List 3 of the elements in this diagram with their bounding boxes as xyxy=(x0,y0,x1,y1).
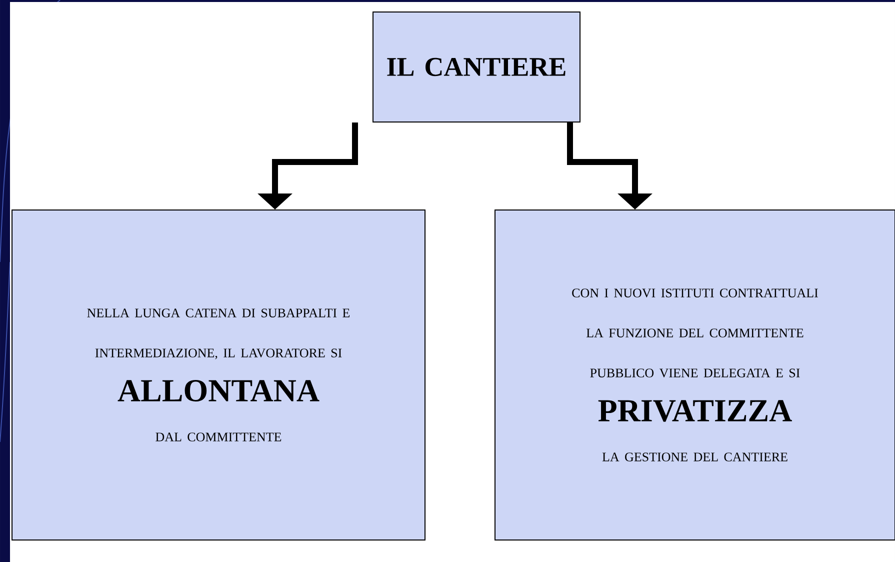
text-box: CON I NUOVI ISTITUTI CONTRATTUALI LA FUNZIONE DEL COMMITTENTE PUBBLICO VIENE DELEGATA E SI PRIVATIZZA LA GESTIONE DEL CANTIERE xyxy=(494,210,895,540)
text-box: IL CANTIERE xyxy=(372,12,580,122)
text-box: NELLA LUNGA CATENA DI SUBAPPALTI E INTERMEDIAZIONE, IL LAVORATORE SI ALLONTANA DAL COMMITTENTE xyxy=(12,210,426,540)
